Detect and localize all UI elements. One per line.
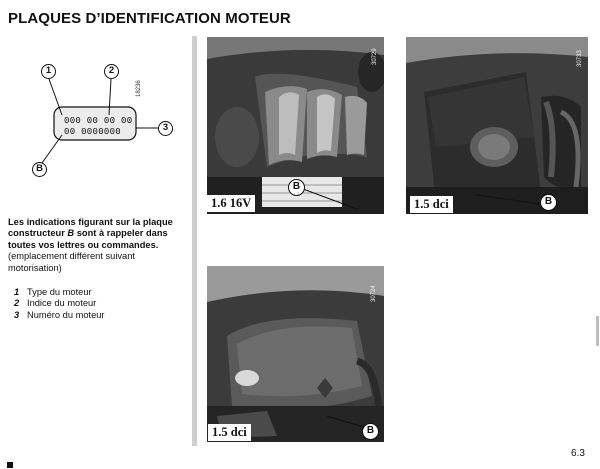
marker-b-1: B: [288, 179, 305, 196]
engine-photo-2: 30733 B 1.5 dci: [406, 37, 588, 214]
callout-2: 2: [104, 64, 119, 79]
callout-1: 1: [41, 64, 56, 79]
plate-line-2: 00 0000000: [64, 127, 122, 137]
photo-3-label: 1.5 dci: [208, 424, 251, 441]
intro-bold: Les indications figurant sur la plaque c…: [8, 217, 173, 239]
legend-label: Type du moteur: [27, 287, 92, 297]
legend-num: 3: [14, 309, 20, 320]
legend-label: Indice du moteur: [27, 298, 97, 309]
intro-b: B: [67, 228, 75, 239]
engine-photo-2-art: [406, 37, 588, 214]
diagram-code: 18236: [136, 80, 142, 97]
plate-diagram-lines: [41, 78, 158, 164]
photo-1-label: 1.6 16V: [207, 195, 256, 212]
legend-num: 2: [14, 298, 20, 309]
bottom-corner-mark: [7, 462, 13, 468]
photo-3-code: 30724: [371, 285, 377, 302]
engine-photo-3: 30724 B 1.5 dci: [207, 266, 384, 442]
marker-b-2: B: [540, 194, 557, 211]
callout-b: B: [32, 162, 47, 177]
marker-b-3: B: [362, 423, 379, 440]
column-divider: [192, 36, 197, 446]
photo-1-code: 30729: [372, 48, 378, 65]
intro-normal: (emplacement différent suivant motorisat…: [8, 251, 135, 273]
info-paragraph: Les indications figurant sur la plaque c…: [8, 217, 190, 274]
photo-2-label: 1.5 dci: [410, 196, 453, 213]
legend-list: 1 Type du moteur 2 Indice du moteur 3 Numér…: [14, 287, 105, 321]
plate-line-1: 000 00 00 00: [64, 116, 133, 126]
plate-diagram: 18236 000 00 00 00 00 0000000 1 2 3 B: [20, 55, 190, 185]
legend-item: 1 Type du moteur: [14, 287, 105, 298]
engine-photo-3-art: [207, 266, 384, 442]
legend-label: Numéro du moteur: [27, 309, 105, 320]
page-title: PLAQUES D’IDENTIFICATION MOTEUR: [8, 10, 291, 27]
edge-tab-mark: [596, 316, 599, 346]
page-number: 6.3: [571, 448, 585, 459]
intro-bold-2: sont à rappeler dans toutes vos lettres …: [8, 228, 168, 250]
legend-item: 2 Indice du moteur: [14, 298, 105, 309]
photo-2-code: 30733: [577, 50, 583, 67]
legend-num: 1: [14, 287, 20, 297]
legend-item: 3 Numéro du moteur: [14, 310, 105, 321]
callout-3: 3: [158, 121, 173, 136]
engine-photo-1: 30729 B 1.6 16V: [207, 37, 384, 214]
